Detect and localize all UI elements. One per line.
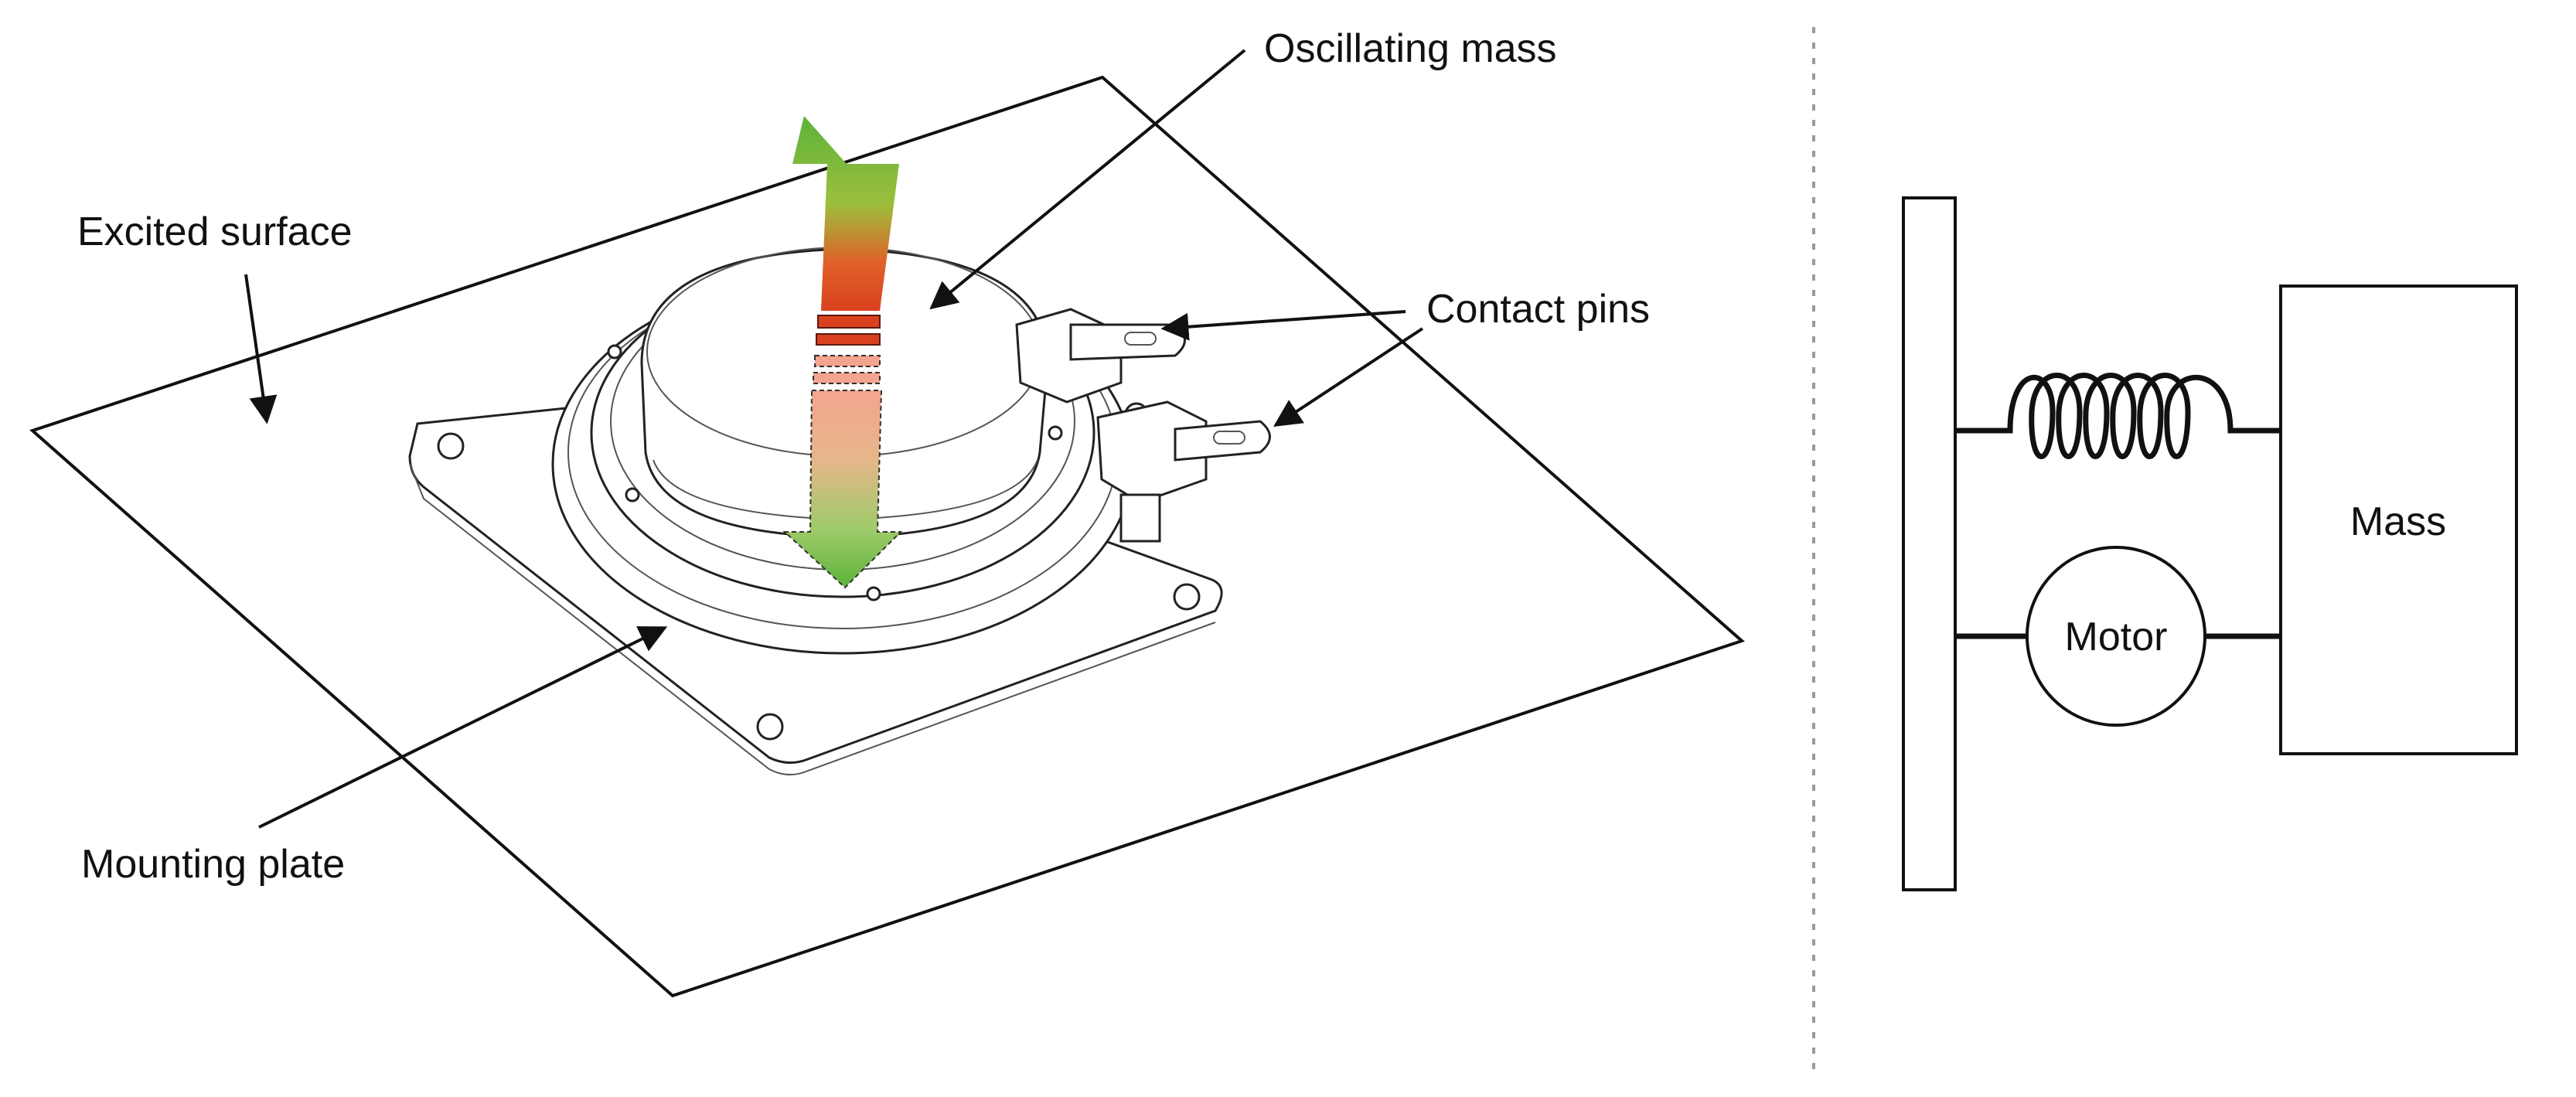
label-excited-surface: Excited surface [77,210,353,254]
motor-symbol [2026,546,2206,727]
oscillation-arrow-icon [782,116,903,589]
mounting-plate-leader [258,626,668,829]
mass-block [2279,284,2518,755]
arrow-band [814,355,881,367]
label-motor: Motor [2065,615,2168,659]
spring-icon [1955,373,2281,459]
schematic: Motor Mass [1902,196,2518,891]
plate-hole-icon [437,432,465,460]
contact-pins-leader-lower [1273,327,1424,427]
label-oscillating-mass: Oscillating mass [1264,26,1557,71]
fixed-wall [1902,196,1957,891]
arrow-band [817,315,881,329]
oscillating-mass-leader [929,49,1246,310]
arrow-band [816,333,881,346]
arrow-band [813,372,881,384]
contact-pins-leader-upper [1160,310,1406,341]
contact-pins [1015,308,1271,543]
plate-hole-icon [756,713,784,741]
excited-surface-leader [244,274,278,424]
label-mounting-plate: Mounting plate [81,842,345,887]
label-mass: Mass [2350,499,2446,544]
plate-hole-icon [1173,583,1201,611]
label-contact-pins: Contact pins [1426,287,1650,332]
